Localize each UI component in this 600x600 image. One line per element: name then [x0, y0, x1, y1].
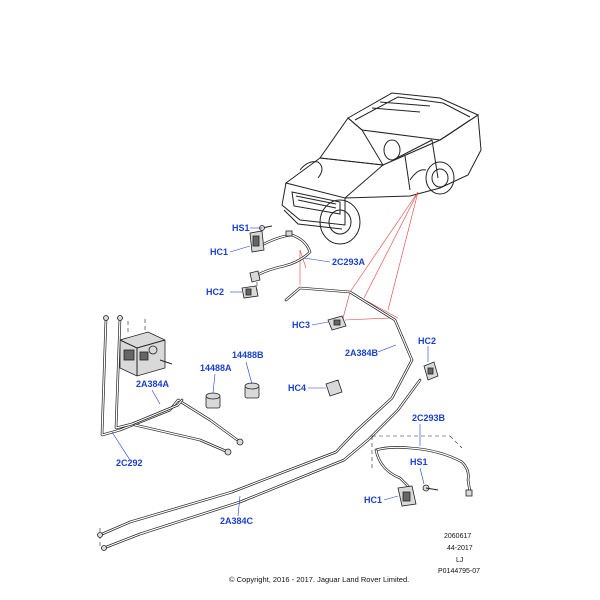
vehicle-illustration	[281, 92, 482, 245]
callout-labels: HS1 HC1 2C293A HC2 HC3 2A384B HC2 HC4 14…	[116, 223, 446, 526]
callout-2a384c: 2A384C	[220, 516, 254, 526]
callout-hc2-right: HC2	[418, 336, 436, 346]
callout-2c293a: 2C293A	[332, 257, 366, 267]
clip-hc4	[325, 379, 343, 397]
reference-block: 2060617 44-2017 LJ P0144795-07	[438, 533, 480, 575]
reference-line-4: P0144795-07	[438, 568, 480, 575]
reference-line-3: LJ	[456, 557, 463, 564]
callout-hc3: HC3	[292, 320, 310, 330]
brake-pipes	[97, 286, 422, 551]
pipe-clips	[325, 315, 439, 397]
callout-2c293b: 2C293B	[412, 413, 446, 423]
callout-2a384a: 2A384A	[136, 379, 170, 389]
rear-sensor-group	[371, 435, 473, 507]
callout-hc4: HC4	[288, 383, 306, 393]
red-leader-lines	[299, 191, 419, 323]
copyright-text: © Copyright, 2016 - 2017. Jaguar Land Ro…	[229, 575, 409, 584]
callout-14488a: 14488A	[200, 363, 232, 373]
callout-hc1-bottom: HC1	[364, 495, 382, 505]
callout-2a384b: 2A384B	[345, 348, 379, 358]
callout-hs1-top: HS1	[232, 223, 250, 233]
callout-hc1-top: HC1	[210, 247, 228, 257]
front-sensor-group	[241, 225, 312, 299]
abs-modulator	[119, 318, 173, 377]
callout-2c292: 2C292	[116, 458, 143, 468]
plugs-14488	[205, 382, 260, 409]
callout-hs1-bottom: HS1	[410, 457, 428, 467]
callout-leaders	[111, 227, 429, 517]
reference-line-2: 44-2017	[447, 545, 473, 552]
callout-hc2-top: HC2	[206, 287, 224, 297]
callout-14488b: 14488B	[232, 350, 264, 360]
reference-line-1: 2060617	[444, 533, 471, 540]
